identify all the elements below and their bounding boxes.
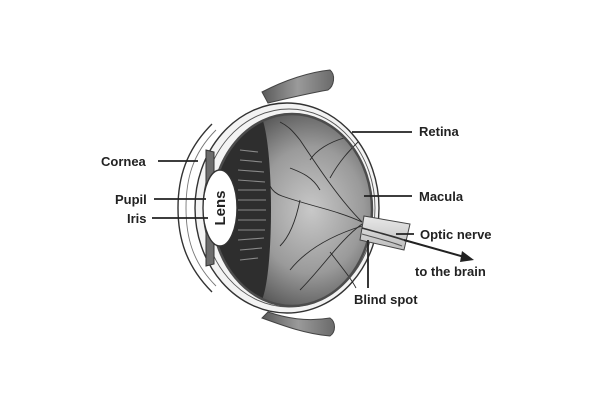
blind-spot-label: Blind spot bbox=[354, 292, 418, 307]
iris-label: Iris bbox=[127, 211, 147, 226]
cornea-label: Cornea bbox=[101, 154, 147, 169]
retina-label: Retina bbox=[419, 124, 460, 139]
ciliary-striations bbox=[237, 149, 266, 261]
macula-label: Macula bbox=[419, 189, 464, 204]
lens bbox=[202, 169, 238, 247]
cornea bbox=[177, 123, 213, 293]
to-the-brain-arrow bbox=[403, 239, 474, 262]
to-the-brain-label: to the brain bbox=[415, 264, 486, 279]
upper-muscle bbox=[261, 69, 335, 104]
optic-nerve-label: Optic nerve bbox=[420, 227, 492, 242]
pupil-label: Pupil bbox=[115, 192, 147, 207]
optic-nerve bbox=[359, 215, 411, 251]
retinal-vessels bbox=[269, 121, 363, 291]
lower-muscle bbox=[261, 311, 335, 337]
ciliary-body bbox=[212, 115, 271, 302]
lens-label: Lens bbox=[212, 190, 229, 225]
